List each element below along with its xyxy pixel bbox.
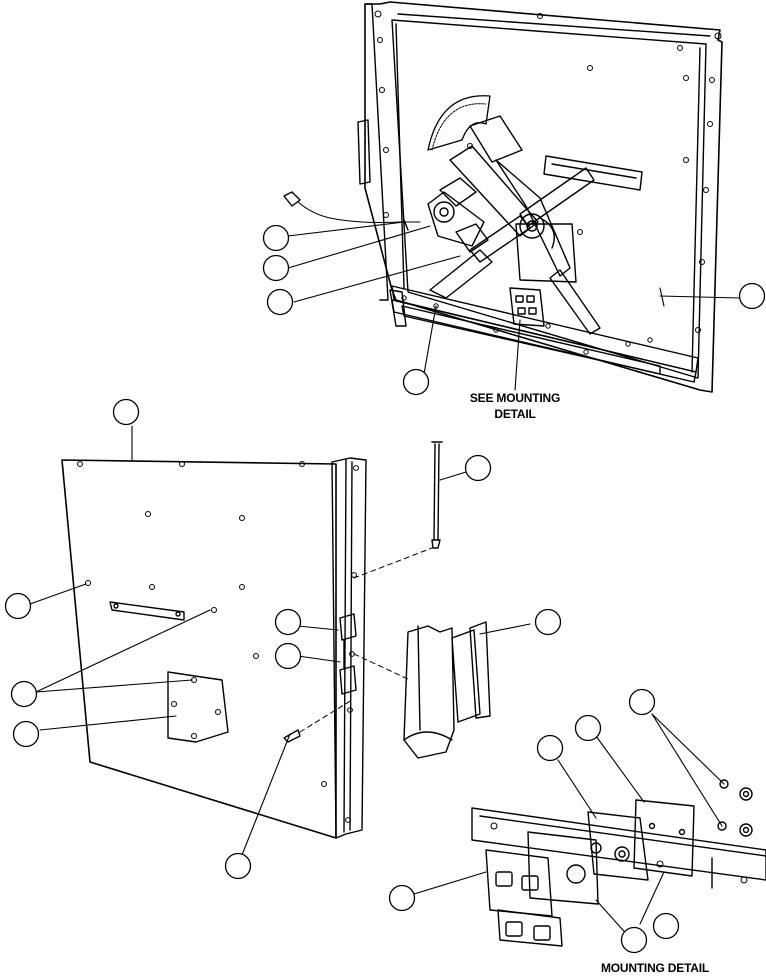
mounting-detail-assembly [471, 779, 766, 947]
callout-balloon [574, 714, 602, 742]
callout-balloon [628, 688, 656, 716]
access-panel-assembly [61, 457, 367, 839]
callout-balloon [402, 368, 430, 396]
see-mounting-line2: DETAIL [494, 407, 536, 421]
callout-balloon [464, 454, 492, 482]
callout-balloon [10, 680, 38, 708]
callout-balloon [262, 224, 290, 252]
rod-and-handle [403, 441, 491, 759]
callout-balloon [262, 254, 290, 282]
callout-balloon [534, 608, 562, 636]
leader-lines [29, 221, 741, 939]
callout-balloon [274, 642, 302, 670]
callout-balloons [4, 224, 766, 954]
callout-balloon [652, 912, 680, 940]
callout-balloon [388, 884, 416, 912]
callout-balloon [274, 608, 302, 636]
callout-balloon [12, 720, 40, 748]
callout-balloon [266, 288, 294, 316]
see-mounting-line1: SEE MOUNTING [469, 391, 561, 405]
assembly-lines [299, 547, 433, 733]
see-mounting-detail-label: SEE MOUNTING DETAIL [456, 390, 574, 422]
callout-balloon [112, 398, 140, 426]
callout-balloon [536, 734, 564, 762]
mounting-detail-label: MOUNTING DETAIL [600, 961, 710, 975]
callout-balloon [738, 282, 766, 310]
callout-balloon [224, 852, 252, 880]
callout-balloon [620, 926, 648, 954]
callout-balloon [4, 592, 32, 620]
damper-frame-assembly [283, 1, 723, 393]
